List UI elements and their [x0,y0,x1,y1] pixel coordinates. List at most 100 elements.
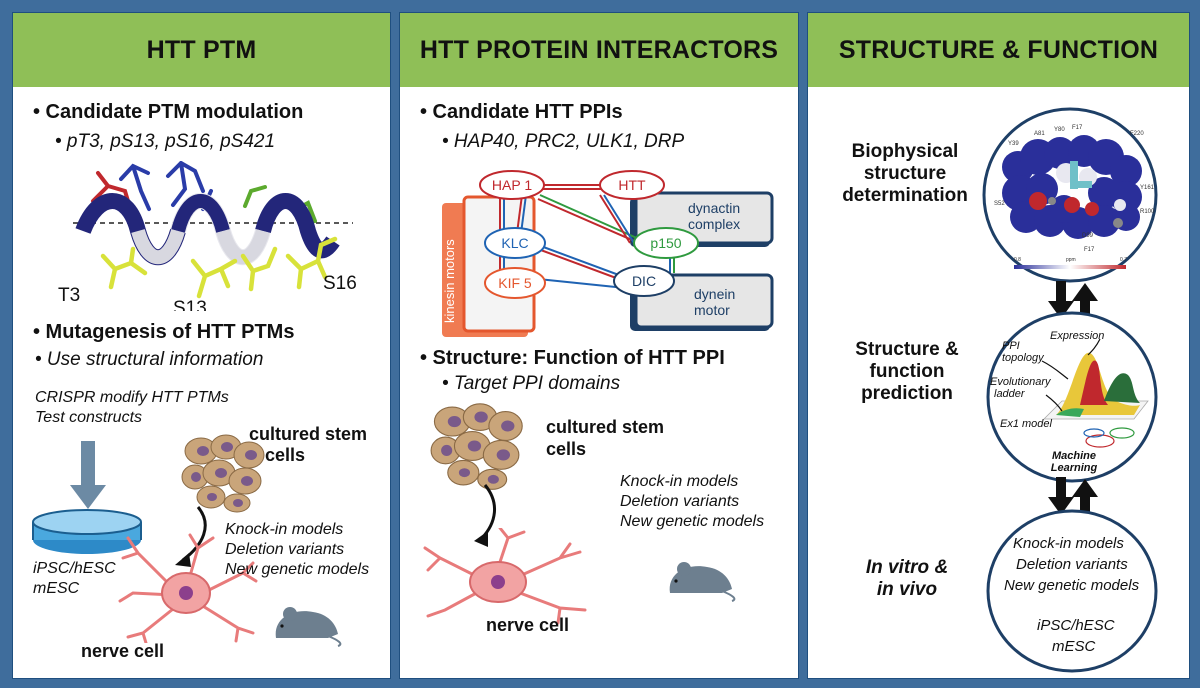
panel-header: STRUCTURE & FUNCTION [808,13,1189,87]
ml-label-ex1: Ex1 model [1000,418,1053,430]
panel-structure-function: STRUCTURE & FUNCTION Biophysical structu… [807,12,1190,679]
circle-model-line: New genetic models [1004,577,1140,594]
nerve-cell-icon [423,528,587,625]
model-line: New genetic models [620,513,765,530]
panel-htt-ptm: HTT PTM • Candidate PTM modulation • pT3… [12,12,391,679]
node-p150: p150 [650,235,681,251]
kinesin-motors-label: kinesin motors [442,239,457,323]
residue-label: A81 [1034,131,1045,137]
ptm-list: • pT3, pS13, pS16, pS421 [55,131,276,152]
section-subitem: • Use structural information [35,349,264,370]
curved-arrow-icon [474,484,497,547]
bidirectional-arrow-icon [1048,477,1098,517]
circle-cell-line: mESC [1052,638,1096,655]
residue-label: D99 [1082,233,1094,239]
scale-label: 0.7 [1120,257,1127,263]
ppi-network-diagram: kinesin motors dynactin complex dynein m… [442,170,774,337]
circle-model-line: Deletion variants [1016,556,1128,573]
bidirectional-arrow-icon [1048,281,1098,321]
ml-label-ppi: topology [1002,352,1045,364]
model-line: Deletion variants [225,541,345,558]
residue-label: F17 [1084,247,1095,253]
stem-cells-label: cells [546,439,587,459]
petri-dish-icon [32,509,142,554]
row-label-line: Biophysical [851,141,959,162]
ml-label-machine: Machine [1052,450,1096,462]
row-label-line: function [869,361,945,382]
panel-header: HTT PTM [13,13,390,87]
down-arrow-icon [70,441,106,509]
panel-title: HTT PTM [146,35,257,64]
node-klc: KLC [501,235,528,251]
stem-cells-label: cells [265,445,306,465]
scale-label: ppm [1066,257,1076,263]
panel-header: HTT PROTEIN INTERACTORS [400,13,798,87]
helix-illustration: T3 S13 S16 [58,161,357,311]
panel-htt-protein-interactors: HTT PROTEIN INTERACTORS • Candidate HTT … [399,12,799,679]
residue-label: F220 [1130,131,1144,137]
node-htt: HTT [618,177,646,193]
panel-title: STRUCTURE & FUNCTION [838,35,1159,64]
circle-cell-line: iPSC/hESC [1037,617,1115,634]
node-kif5: KIF 5 [498,275,532,291]
stem-cells-icon [181,434,265,513]
section-heading: • Structure: Function of HTT PPI [420,347,725,369]
nerve-cell-icon [118,533,258,643]
residue-label-s16: S16 [323,273,357,294]
residue-label-s13: S13 [173,298,207,311]
stem-cells-icon [430,403,523,490]
section-heading: • Mutagenesis of HTT PTMs [33,321,295,343]
ml-label-expression: Expression [1050,330,1104,342]
ml-label-evo: ladder [994,388,1026,400]
row-label-line: structure [863,163,947,184]
model-line: Knock-in models [225,521,344,538]
protein-structure-circle: A81 Y80 F17 F220 Y39 Y161 S52 R100 D99 F… [982,107,1158,283]
residue-label: Y80 [1054,127,1065,133]
nerve-cell-label: nerve cell [81,641,165,661]
section-heading: • Candidate HTT PPIs [420,101,623,123]
model-line: New genetic models [225,561,370,578]
scale-label: 0.8 [1014,257,1021,263]
residue-label-t3: T3 [58,285,80,306]
row-label: Biophysical structure determination [830,141,980,207]
row-label-line: prediction [861,383,953,404]
dynein-label: motor [694,302,730,318]
stem-cells-label: cultured stem [546,417,665,437]
row-label-line: Structure & [855,339,959,360]
residue-label: Y39 [1008,141,1019,147]
row-label-line: determination [842,185,968,206]
row-label-line: in vivo [876,579,938,600]
circle-model-line: Knock-in models [1013,535,1124,552]
row-label: In vitro & in vivo [832,557,982,601]
row-label: Structure & function prediction [832,339,982,405]
dynactin-label: dynactin [688,200,740,216]
residue-label: F17 [1072,125,1083,131]
mouse-icon [669,562,736,602]
residue-label: R100 [1140,209,1155,215]
ml-label-learning: Learning [1051,462,1098,474]
dynactin-label: complex [688,216,740,232]
ml-prediction-circle: Expression PPI topology Evolutionary lad… [986,311,1158,483]
model-line: Deletion variants [620,493,740,510]
residue-label: Y161 [1140,185,1155,191]
ml-label-evo: Evolutionary [990,376,1052,388]
residue-label: S52 [994,201,1005,207]
ml-label-ppi: PPI [1002,340,1020,352]
mouse-icon [275,607,342,647]
cell-line-label: iPSC/hESC [33,560,116,577]
stem-cells-label: cultured stem [249,424,368,444]
cell-line-label: mESC [33,580,80,597]
node-hap1: HAP 1 [492,177,532,193]
node-dic: DIC [632,273,656,289]
crispr-line: CRISPR modify HTT PTMs [35,389,229,406]
row-label-line: In vitro & [865,557,949,578]
panel-title: HTT PROTEIN INTERACTORS [419,35,779,64]
nerve-cell-label: nerve cell [486,615,570,635]
dynein-label: dynein [694,286,735,302]
crispr-line: Test constructs [35,409,143,426]
in-vitro-circle [986,509,1158,673]
model-line: Knock-in models [620,473,739,490]
curved-arrow-icon [175,506,207,567]
section-heading: • Candidate PTM modulation [33,101,304,123]
